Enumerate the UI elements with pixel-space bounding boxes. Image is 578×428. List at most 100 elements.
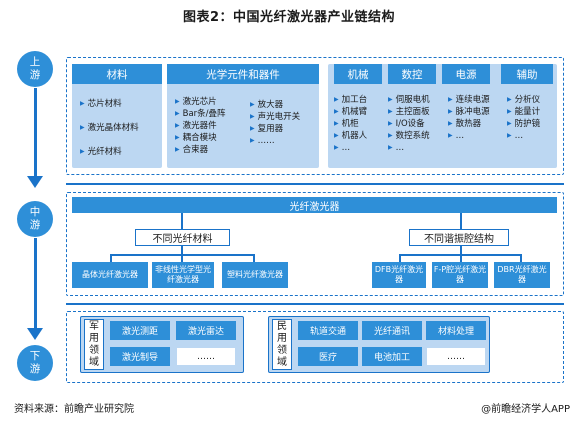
machinery-item: ▶机器人	[334, 130, 367, 142]
nc-item: ▶I/O设备	[388, 118, 425, 130]
group-resonator-structure: 不同谐振腔结构	[409, 229, 509, 246]
bullet-triangle-icon: ▶	[250, 101, 255, 108]
machinery-item-label: 加工台	[341, 95, 368, 105]
cell-laser-ranging: 激光测距	[110, 321, 170, 340]
cell-battery-processing: 电池加工	[362, 347, 422, 366]
bullet-triangle-icon: ▶	[334, 132, 339, 139]
civil-label: 民 用 领 域	[272, 319, 292, 370]
bullet-triangle-icon: ▶	[388, 96, 393, 103]
nc-item: ▶伺服电机	[388, 94, 430, 106]
aux-item-label: 防护镜	[514, 119, 541, 129]
aux-item-label: …	[514, 131, 524, 141]
connector	[181, 213, 183, 229]
aux-item-label: 分析仪	[514, 95, 541, 105]
connector	[399, 254, 401, 262]
connector	[520, 254, 522, 262]
cell-material-processing: 材料处理	[426, 321, 486, 340]
materials-item-label: 芯片材料	[87, 99, 122, 109]
bullet-triangle-icon: ▶	[507, 96, 512, 103]
stage-arrow-head-1	[27, 176, 43, 188]
nc-item-label: 数控系统	[395, 131, 430, 141]
nc-header: 数控	[388, 64, 436, 84]
nc-item-label: I/O设备	[395, 119, 425, 129]
machinery-item-label: 机柜	[341, 119, 359, 129]
materials-header: 材料	[72, 64, 162, 84]
optics-item: ▶合束器	[175, 144, 208, 156]
section-divider	[66, 183, 564, 185]
bullet-triangle-icon: ▶	[507, 132, 512, 139]
group-fiber-material: 不同光纤材料	[135, 229, 230, 246]
stage-upstream-char1: 上	[29, 56, 41, 68]
connector	[181, 254, 183, 262]
materials-item-label: 激光晶体材料	[87, 123, 139, 133]
bullet-triangle-icon: ▶	[507, 120, 512, 127]
aux-header: 辅助	[501, 64, 553, 84]
bullet-triangle-icon: ▶	[80, 148, 85, 155]
bullet-triangle-icon: ▶	[80, 124, 85, 131]
optics-item: ▶激光芯片	[175, 96, 217, 108]
stage-arrow-shaft-2	[34, 238, 37, 328]
nc-item-label: 伺服电机	[395, 95, 430, 105]
aux-item: ▶…	[507, 130, 523, 142]
power-item: ▶连续电源	[448, 94, 490, 106]
bullet-triangle-icon: ▶	[448, 132, 453, 139]
connector	[110, 254, 112, 262]
connector	[253, 254, 255, 262]
bullet-triangle-icon: ▶	[175, 110, 180, 117]
optics-item: ▶Bar条/叠阵	[175, 108, 226, 120]
power-item: ▶散热器	[448, 118, 481, 130]
civil-label-char: 民	[277, 320, 287, 332]
machinery-header: 机械	[334, 64, 382, 84]
aux-item-label: 能量计	[514, 107, 541, 117]
stage-downstream-char2: 游	[29, 363, 41, 375]
machinery-item-label: …	[341, 143, 351, 153]
optics-header: 光学元件和器件	[167, 64, 319, 84]
bullet-triangle-icon: ▶	[250, 125, 255, 132]
optics-item: ▶……	[250, 135, 275, 147]
bullet-triangle-icon: ▶	[388, 120, 393, 127]
power-item-label: 连续电源	[455, 95, 490, 105]
nc-item-label: …	[395, 143, 405, 153]
page-title: 图表2：中国光纤激光器产业链结构	[182, 10, 396, 25]
optics-item-label: 合束器	[182, 145, 209, 155]
cell-laser-guidance: 激光制导	[110, 347, 170, 366]
bullet-triangle-icon: ▶	[334, 120, 339, 127]
stage-arrow-shaft-1	[34, 88, 37, 176]
bullet-triangle-icon: ▶	[175, 146, 180, 153]
bullet-triangle-icon: ▶	[175, 122, 180, 129]
machinery-item: ▶机械臂	[334, 106, 367, 118]
bullet-triangle-icon: ▶	[388, 132, 393, 139]
bullet-triangle-icon: ▶	[388, 108, 393, 115]
bullet-triangle-icon: ▶	[80, 100, 85, 107]
power-item-label: 脉冲电源	[455, 107, 490, 117]
connector	[399, 254, 520, 256]
optics-item: ▶放大器	[250, 99, 283, 111]
leaf-crystal-fiber-laser: 晶体光纤激光器	[72, 262, 148, 288]
bullet-triangle-icon: ▶	[175, 134, 180, 141]
cell-rail-transit: 轨道交通	[298, 321, 358, 340]
optics-item: ▶耦合模块	[175, 132, 217, 144]
leaf-nonlinear-fiber-laser: 非线性光学型光纤激光器	[152, 262, 214, 288]
stage-downstream: 下 游	[17, 345, 53, 381]
optics-item: ▶声光电开关	[250, 111, 300, 123]
stage-midstream-char1: 中	[29, 206, 41, 218]
machinery-item-label: 机器人	[341, 131, 368, 141]
cell-fiber-communication: 光纤通讯	[362, 321, 422, 340]
bullet-triangle-icon: ▶	[448, 120, 453, 127]
machinery-item: ▶…	[334, 142, 350, 154]
bullet-triangle-icon: ▶	[448, 108, 453, 115]
nc-item: ▶…	[388, 142, 404, 154]
bullet-triangle-icon: ▶	[334, 108, 339, 115]
military-label-char: 领	[89, 344, 99, 356]
materials-item: ▶激光晶体材料	[80, 122, 139, 134]
bullet-triangle-icon: ▶	[250, 137, 255, 144]
brand-note: @前瞻经济学人APP	[481, 404, 570, 415]
materials-item: ▶光纤材料	[80, 146, 122, 158]
power-item-label: …	[455, 131, 465, 141]
machinery-item: ▶机柜	[334, 118, 359, 130]
section-divider	[66, 303, 564, 305]
source-note: 资料来源：前瞻产业研究院	[14, 404, 134, 415]
military-label-char: 军	[89, 320, 99, 332]
military-label: 军 用 领 域	[84, 319, 104, 370]
leaf-dfb-fiber-laser: DFB光纤激光器	[372, 262, 426, 288]
